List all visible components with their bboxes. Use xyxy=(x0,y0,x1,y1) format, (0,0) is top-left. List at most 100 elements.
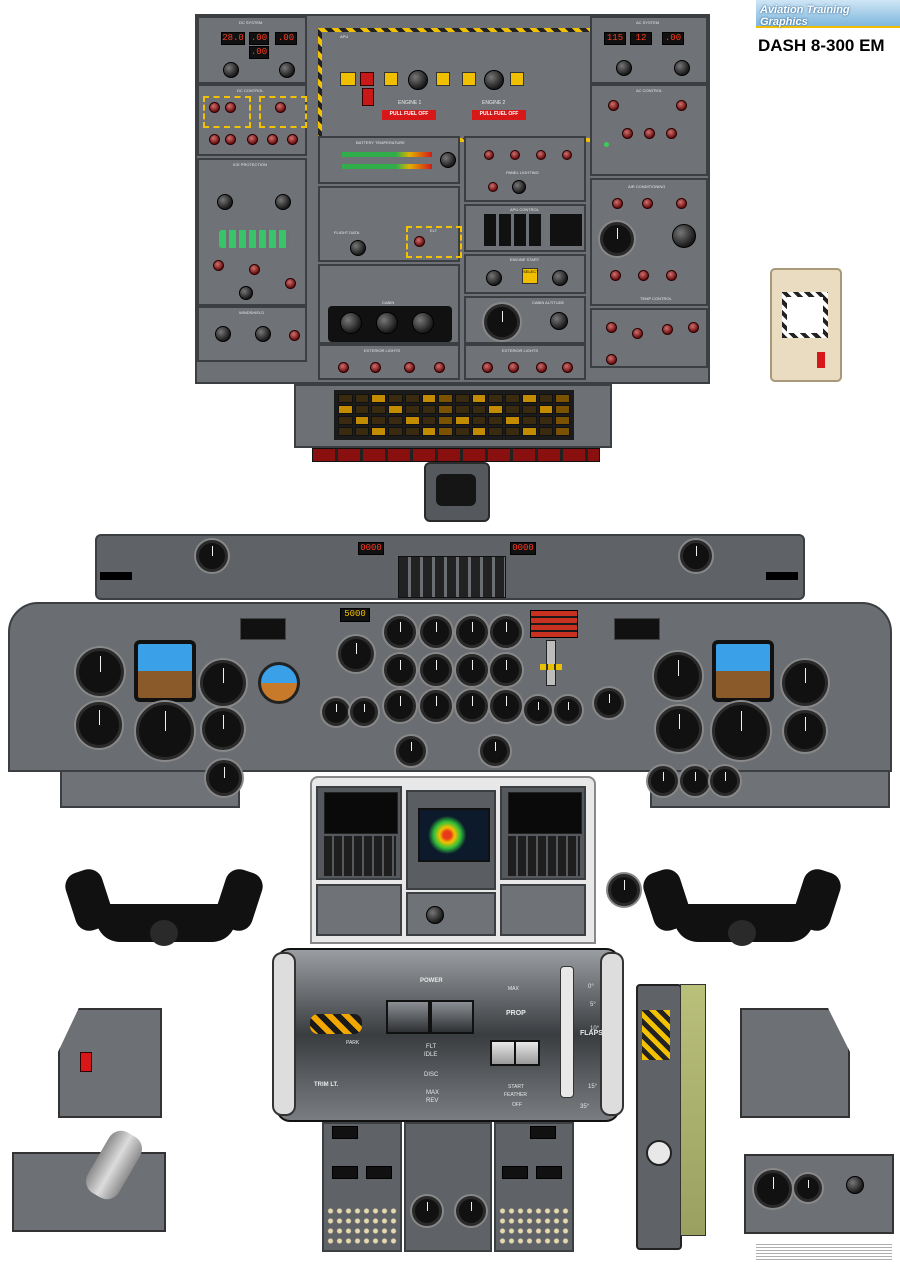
dc-select-knob-right[interactable] xyxy=(279,62,295,78)
right-side-knob[interactable] xyxy=(846,1176,864,1194)
ext-pwr-switch[interactable] xyxy=(287,134,298,145)
pitot-static-switch[interactable] xyxy=(285,278,296,289)
recirc-fan-switch[interactable] xyxy=(612,198,623,209)
landing-lights-switch[interactable] xyxy=(370,362,381,373)
flaps-label: FLAPS xyxy=(580,1030,603,1037)
battery-temp-test-knob[interactable] xyxy=(440,152,456,168)
left-side-console-guarded-switch[interactable] xyxy=(80,1052,92,1072)
power-lever-1[interactable] xyxy=(386,1000,430,1034)
autopilot-keypad[interactable] xyxy=(398,556,506,598)
gear-alternate-release[interactable] xyxy=(646,1140,672,1166)
ac-readout-2: 12 xyxy=(630,32,652,45)
engine1-loop-selector[interactable] xyxy=(408,70,428,90)
bus-fault-reset-switch[interactable] xyxy=(267,134,278,145)
wing-lights-switch[interactable] xyxy=(482,362,493,373)
apu-fire-handle[interactable] xyxy=(362,88,374,106)
airframe-auto-knob[interactable] xyxy=(217,194,233,210)
engine-start-selector[interactable] xyxy=(552,270,568,286)
dc-select-knob-left[interactable] xyxy=(223,62,239,78)
right-circuit-breakers[interactable] xyxy=(498,1206,570,1248)
power-lever-2[interactable] xyxy=(430,1000,474,1034)
right-course-readout: 0000 xyxy=(510,542,536,555)
engine2-fault-a[interactable] xyxy=(462,72,476,86)
nav-lights-switch[interactable] xyxy=(508,362,519,373)
aircon-mode-1[interactable] xyxy=(610,270,621,281)
aux-batt-switch[interactable] xyxy=(225,102,236,113)
airframe-manual-knob[interactable] xyxy=(275,194,291,210)
flight-data-mode-knob[interactable] xyxy=(350,240,366,256)
cabin-alt-knob[interactable] xyxy=(376,312,398,334)
flap-lever-track[interactable] xyxy=(560,966,574,1098)
misc-switch-3[interactable] xyxy=(662,324,673,335)
right-fms-keypad[interactable] xyxy=(508,836,580,876)
windshield-heat-knob[interactable] xyxy=(215,326,231,342)
prop-deice-switch[interactable] xyxy=(213,260,224,271)
taxi-lights-switch[interactable] xyxy=(434,362,445,373)
windshield-wiper-knob[interactable] xyxy=(255,326,271,342)
pack-switch[interactable] xyxy=(642,198,653,209)
glare-lt[interactable] xyxy=(510,150,520,160)
main-batt-switch[interactable] xyxy=(209,102,220,113)
cabin-altitude-knob[interactable] xyxy=(550,312,568,330)
inverter-secondary-switch[interactable] xyxy=(644,128,655,139)
aircon-mode-3[interactable] xyxy=(666,270,677,281)
logo-lights-switch[interactable] xyxy=(562,362,573,373)
cabin-baro-knob[interactable] xyxy=(412,312,434,334)
engine1-fault-b[interactable] xyxy=(436,72,450,86)
elev-horns-switch[interactable] xyxy=(249,264,260,275)
misc-switch-2[interactable] xyxy=(632,328,643,339)
power-label: POWER xyxy=(420,978,443,984)
pedestal-knob[interactable] xyxy=(426,906,444,924)
bleed-switch[interactable] xyxy=(676,198,687,209)
flap-position-gauge xyxy=(396,736,426,766)
engine-start-select-button[interactable]: SELECT xyxy=(522,268,539,284)
eng1-oil-gauge xyxy=(384,690,416,722)
battery-master-switch[interactable] xyxy=(275,102,286,113)
ac-frequency-knob[interactable] xyxy=(674,60,690,76)
condition-lever-2[interactable] xyxy=(514,1040,540,1066)
left-hsi xyxy=(136,702,194,760)
left-fms-keypad[interactable] xyxy=(324,836,396,876)
ac-inverter-knob[interactable] xyxy=(616,60,632,76)
misc-switch-4[interactable] xyxy=(688,322,699,333)
condition-lever-1[interactable] xyxy=(490,1040,516,1066)
overhead-lt[interactable] xyxy=(536,150,546,160)
dome-lt-knob[interactable] xyxy=(512,180,526,194)
inverter-primary-switch[interactable] xyxy=(622,128,633,139)
approach-lights-switch[interactable] xyxy=(338,362,349,373)
gen2-switch[interactable] xyxy=(225,134,236,145)
ignition-knob[interactable] xyxy=(486,270,502,286)
apu-fire-test-button[interactable] xyxy=(360,72,374,86)
engine2-pull-fuel-off-handle[interactable]: PULL FUEL OFF xyxy=(472,110,526,120)
apu-control-buttons[interactable] xyxy=(484,214,544,246)
first-officer-yoke[interactable] xyxy=(639,840,845,950)
flare-lights-switch[interactable] xyxy=(404,362,415,373)
apu-fault-button[interactable] xyxy=(340,72,356,86)
captain-yoke[interactable] xyxy=(61,840,267,950)
landing-gear-lever[interactable] xyxy=(546,640,556,686)
cabin-rate-knob[interactable] xyxy=(340,312,362,334)
windshield-alt-switch[interactable] xyxy=(289,330,300,341)
engine2-fault-b[interactable] xyxy=(510,72,524,86)
park-brake-handle[interactable] xyxy=(310,1014,362,1034)
aircon-mode-2[interactable] xyxy=(638,270,649,281)
misc-switch-1[interactable] xyxy=(606,322,617,333)
ac-gen2-switch[interactable] xyxy=(676,100,687,111)
gear-emergency-handle[interactable] xyxy=(642,1010,670,1060)
left-circuit-breakers[interactable] xyxy=(326,1206,398,1248)
storm-lt[interactable] xyxy=(488,182,498,192)
prop-test-knob[interactable] xyxy=(239,286,253,300)
elt-switch[interactable] xyxy=(414,236,425,247)
ac-gen1-switch[interactable] xyxy=(608,100,619,111)
engine2-loop-selector[interactable] xyxy=(484,70,504,90)
beacon-lights-switch[interactable] xyxy=(536,362,547,373)
engine1-pull-fuel-off-handle[interactable]: PULL FUEL OFF xyxy=(382,110,436,120)
cabin-lights-switch[interactable] xyxy=(606,354,617,365)
main-bus-tie-switch[interactable] xyxy=(247,134,258,145)
temp-select-knob[interactable] xyxy=(672,224,696,248)
engine1-fault-a[interactable] xyxy=(384,72,398,86)
inverter-aux-switch[interactable] xyxy=(666,128,677,139)
engine-console-lt[interactable] xyxy=(484,150,494,160)
gen1-switch[interactable] xyxy=(209,134,220,145)
center-panel-lt[interactable] xyxy=(562,150,572,160)
